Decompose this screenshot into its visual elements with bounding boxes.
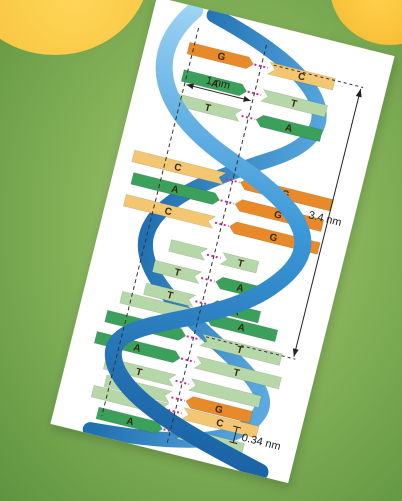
decorative-yellow-circle-left — [0, 0, 150, 55]
base-left-6 — [169, 240, 208, 261]
dashed-guide-left — [102, 28, 199, 416]
dna-double-helix-diagram: GCATTACGAGCGTTATAAATATTGCAT 1 nm 3.4 nm — [50, 0, 394, 483]
width-label: 1 nm — [205, 74, 232, 92]
dna-diagram-card: GCATTACGAGCGTTATAAATATTGCAT 1 nm 3.4 nm — [50, 0, 394, 483]
rise-label: 0.34 nm — [240, 432, 281, 453]
decorative-yellow-circle-right — [330, 0, 402, 45]
